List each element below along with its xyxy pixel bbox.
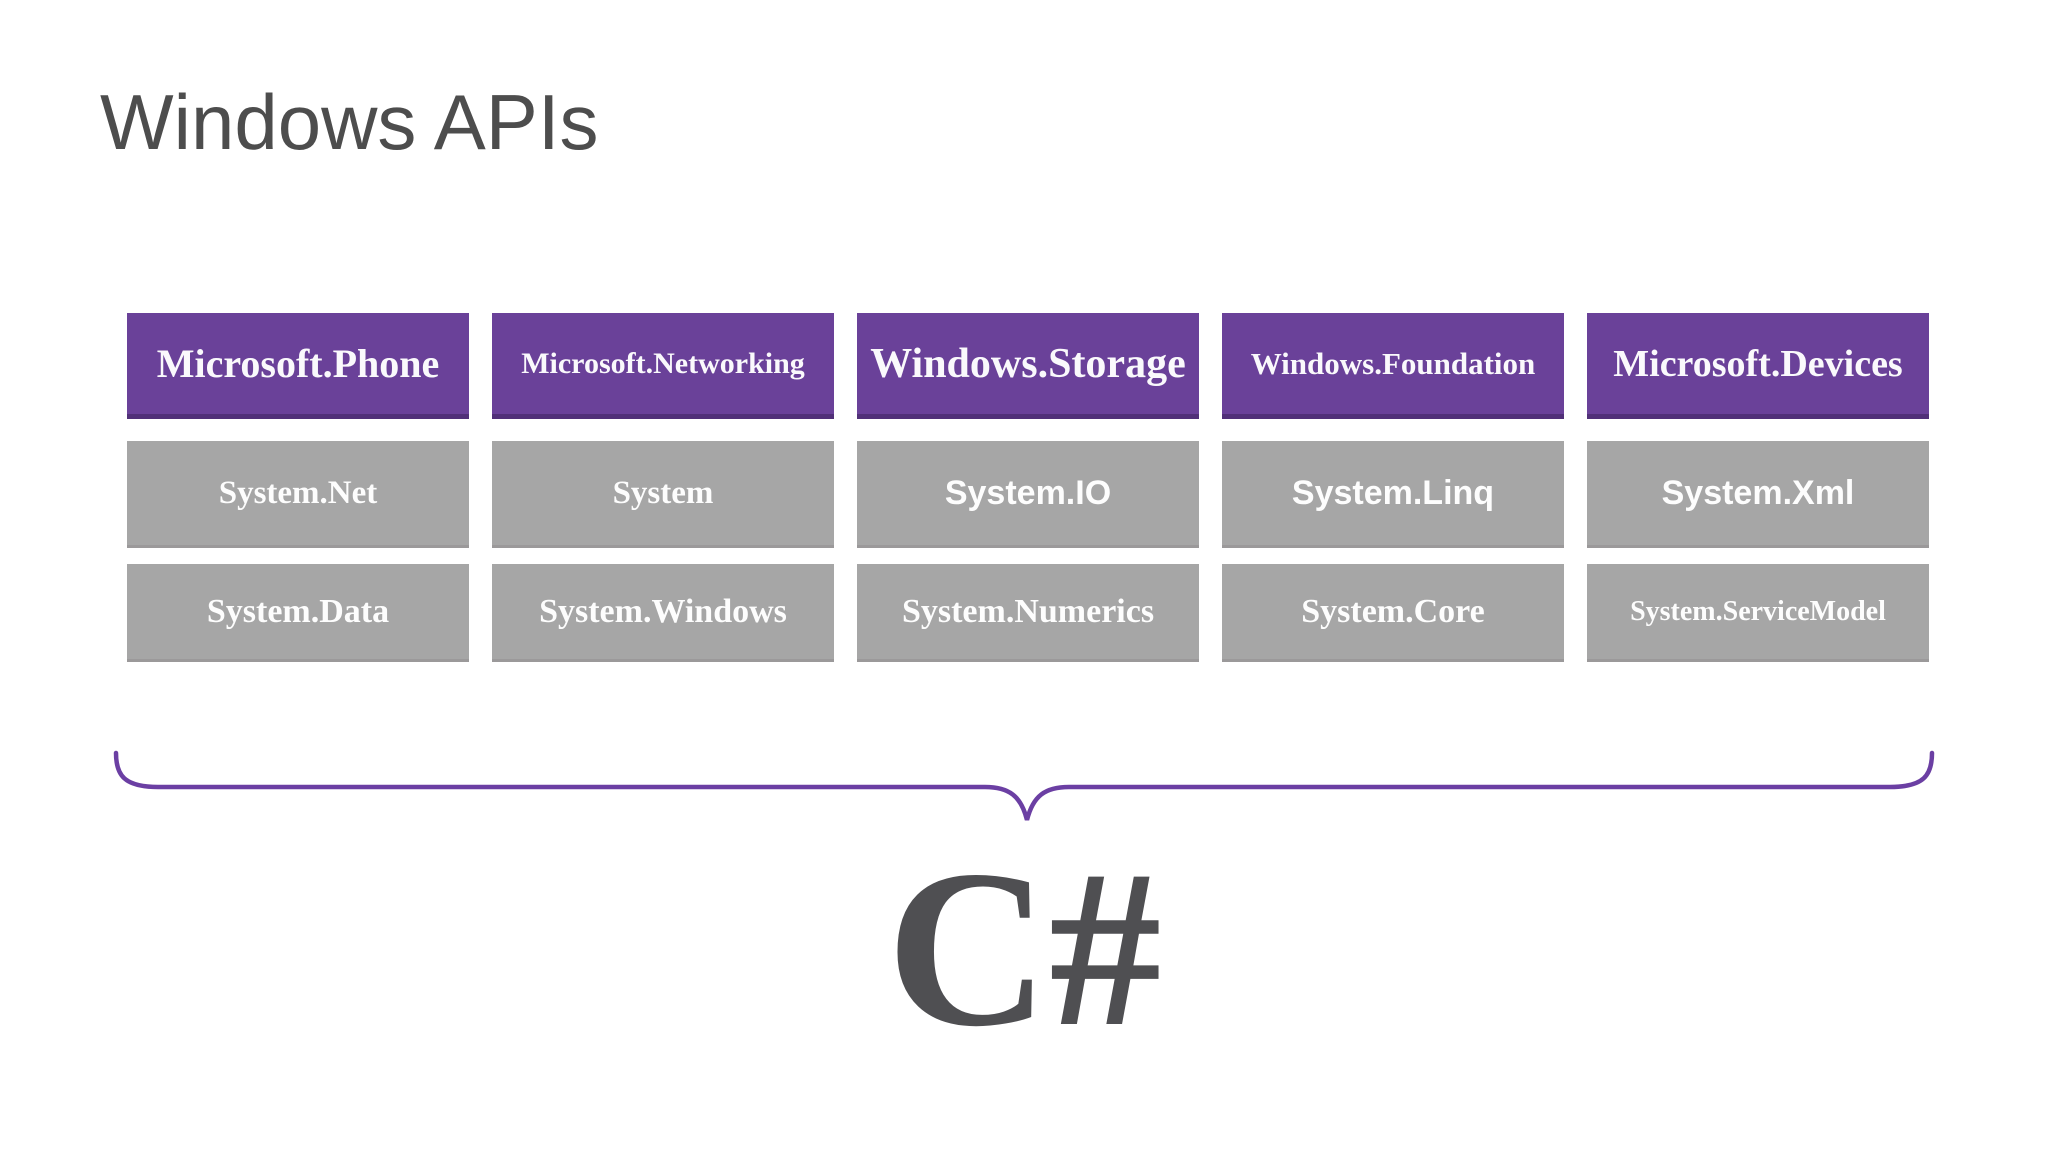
api-box-windows-storage: Windows.Storage xyxy=(857,313,1199,419)
api-box-system-net: System.Net xyxy=(127,441,469,548)
page-title: Windows APIs xyxy=(100,78,599,166)
api-box-system-xml: System.Xml xyxy=(1587,441,1929,548)
api-grid: Microsoft.Phone Microsoft.Networking Win… xyxy=(127,313,1929,662)
api-box-system-windows: System.Windows xyxy=(492,564,834,662)
api-box-windows-foundation: Windows.Foundation xyxy=(1222,313,1564,419)
winrt-api-row: Microsoft.Phone Microsoft.Networking Win… xyxy=(127,313,1929,419)
api-box-system-servicemodel: System.ServiceModel xyxy=(1587,564,1929,662)
api-box-system-linq: System.Linq xyxy=(1222,441,1564,548)
dotnet-api-row-2: System.Data System.Windows System.Numeri… xyxy=(127,564,1929,662)
curly-brace xyxy=(113,750,1935,821)
dotnet-api-row-1: System.Net System System.IO System.Linq … xyxy=(127,441,1929,548)
api-box-system-core: System.Core xyxy=(1222,564,1564,662)
api-box-system-io: System.IO xyxy=(857,441,1199,548)
api-box-microsoft-devices: Microsoft.Devices xyxy=(1587,313,1929,419)
language-caption: C# xyxy=(886,823,1162,1073)
api-box-system-numerics: System.Numerics xyxy=(857,564,1199,662)
api-box-microsoft-networking: Microsoft.Networking xyxy=(492,313,834,419)
api-box-microsoft-phone: Microsoft.Phone xyxy=(127,313,469,419)
api-box-system: System xyxy=(492,441,834,548)
api-box-system-data: System.Data xyxy=(127,564,469,662)
